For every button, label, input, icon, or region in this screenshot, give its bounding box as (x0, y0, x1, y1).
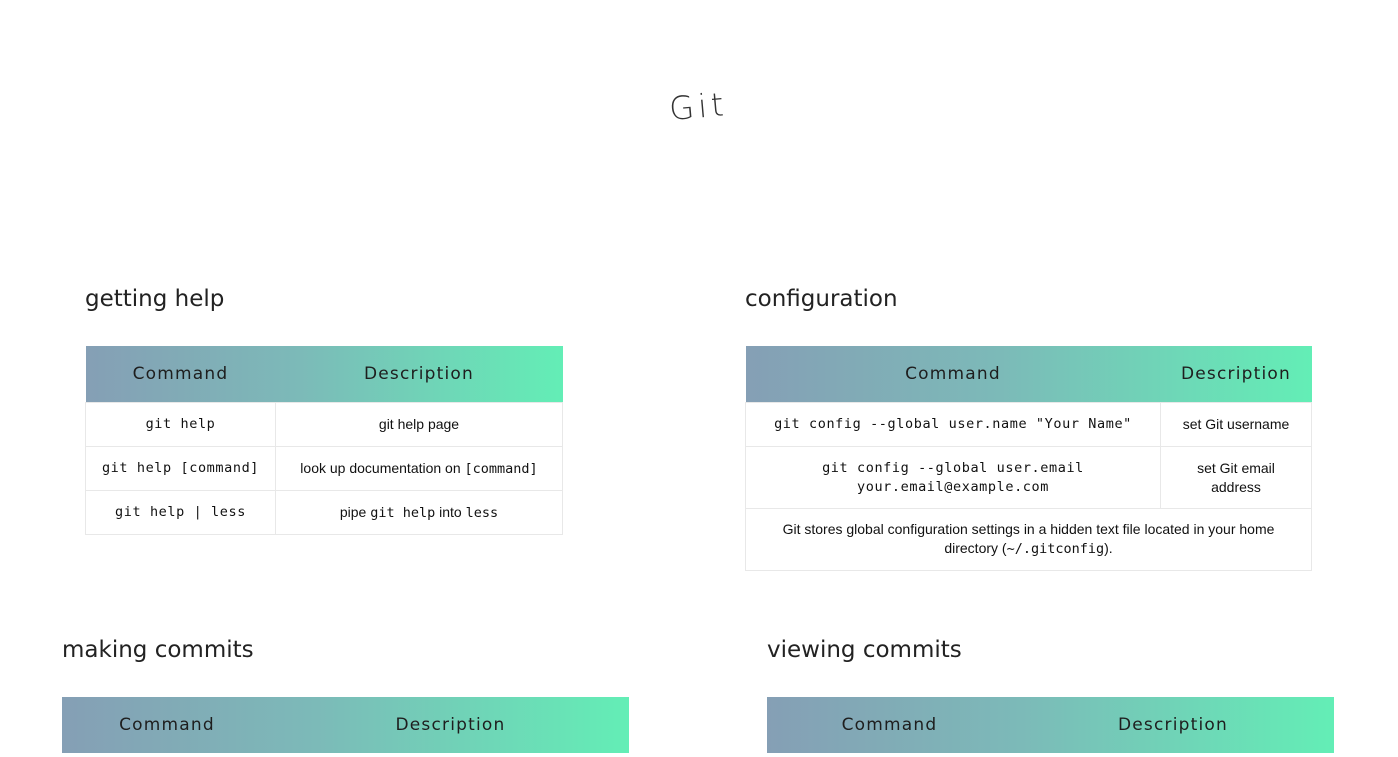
column-header-description: Description (395, 715, 506, 735)
command-cell: git help (85, 402, 276, 447)
column-header-command: Command (119, 715, 215, 735)
section-heading: viewing commits (767, 637, 962, 663)
table-row: git help [command] look up documentation… (85, 446, 563, 491)
note-text: ). (1104, 540, 1113, 556)
table-header-row: Command Description (767, 697, 1334, 753)
description-cell: look up documentation on [command] (275, 446, 563, 491)
column-header-description: Description (1117, 715, 1229, 735)
column-header-command: Command (841, 715, 938, 735)
description-code: less (465, 504, 499, 521)
description-code: [command] (464, 460, 538, 477)
command-cell: git config --global user.name "Your Name… (745, 402, 1161, 447)
table-row: git config --global user.email your.emai… (745, 446, 1312, 509)
note-text: Git stores global configuration settings… (782, 521, 1275, 556)
table-row: git help git help page (85, 402, 563, 447)
description-cell: set Git username (1160, 402, 1312, 447)
description-code: git help (370, 504, 436, 521)
config-table: Command Description git config --global … (745, 346, 1312, 571)
section-heading: configuration (745, 286, 898, 312)
table-row: Git stores global configuration settings… (745, 508, 1312, 571)
section-heading: making commits (62, 637, 254, 663)
description-text: look up documentation on (300, 459, 465, 476)
description-cell: set Git email address (1160, 446, 1312, 509)
note-code: ~/.gitconfig (1006, 541, 1105, 557)
description-text: pipe (339, 503, 371, 520)
column-header-command: Command (905, 364, 1001, 384)
viewing-commits-table: Command Description (767, 697, 1334, 753)
section-heading: getting help (85, 286, 225, 312)
note-cell: Git stores global configuration settings… (745, 508, 1312, 571)
page-title: Git (667, 85, 730, 128)
command-cell: git config --global user.email your.emai… (745, 446, 1161, 509)
column-header-description: Description (363, 364, 475, 384)
command-cell: git help [command] (85, 446, 276, 491)
table-row: git config --global user.name "Your Name… (745, 402, 1312, 447)
table-header-row: Command Description (745, 346, 1312, 403)
description-text: into (435, 503, 466, 520)
table-header-row: Command Description (62, 697, 629, 753)
table-row: git help | less pipe git help into less (85, 490, 563, 535)
making-commits-table: Command Description (62, 697, 629, 753)
description-cell: git help page (275, 402, 563, 447)
column-header-description: Description (1180, 364, 1292, 384)
description-cell: pipe git help into less (275, 490, 563, 535)
command-cell: git help | less (85, 490, 276, 535)
table-header-row: Command Description (85, 346, 563, 403)
help-table: Command Description git help git help pa… (85, 346, 563, 535)
column-header-command: Command (132, 364, 229, 384)
